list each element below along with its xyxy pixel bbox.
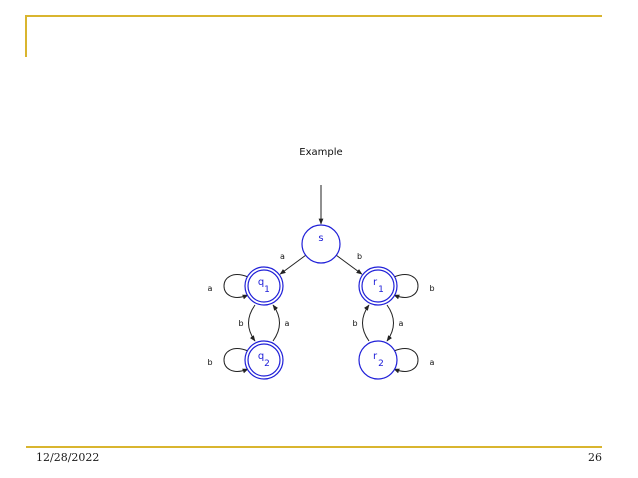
transition-r1-r2-edge bbox=[386, 304, 394, 342]
transition-labels-layer: a b a b a b b a b a bbox=[207, 252, 434, 367]
state-q1: q1 bbox=[244, 266, 284, 306]
transition-q2-q1-label: a bbox=[285, 319, 290, 328]
state-s: s bbox=[301, 224, 341, 264]
transition-q1-q1-label: a bbox=[208, 284, 213, 293]
state-s-circle bbox=[301, 224, 341, 264]
state-q2-subscript: 2 bbox=[264, 359, 270, 369]
date-label: 12/28/2022 bbox=[36, 451, 100, 464]
transition-s-q1-label: a bbox=[280, 252, 285, 261]
transition-q1-q1-loop bbox=[223, 274, 249, 300]
transition-s-r1-label: b bbox=[357, 252, 362, 261]
transition-s-r1-edge bbox=[335, 254, 363, 275]
transition-r2-r2-loop bbox=[393, 348, 419, 374]
diagram-title: Example bbox=[299, 147, 342, 158]
state-r2: r2 bbox=[358, 340, 398, 380]
transition-r2-r1-edge bbox=[362, 304, 370, 342]
state-q1-accept-ring bbox=[247, 269, 281, 303]
state-r1-subscript: 1 bbox=[378, 285, 384, 295]
state-q2-name: q bbox=[258, 351, 264, 362]
transition-q1-q2-label: b bbox=[238, 319, 243, 328]
state-r2-circle bbox=[358, 340, 398, 380]
top-rule bbox=[26, 15, 602, 17]
transition-q2-q2-label: b bbox=[207, 358, 212, 367]
state-q2: q2 bbox=[244, 340, 284, 380]
state-r1-name: r bbox=[373, 277, 378, 288]
state-r2-subscript: 2 bbox=[378, 359, 384, 369]
transition-q1-q2-edge bbox=[248, 304, 256, 342]
transitions-layer bbox=[223, 185, 419, 374]
state-q1-subscript: 1 bbox=[264, 285, 270, 295]
transition-r2-r2-label: a bbox=[430, 358, 435, 367]
transition-r1-r2-label: a bbox=[399, 319, 404, 328]
state-s-name: s bbox=[318, 233, 323, 244]
state-r1-accept-ring bbox=[361, 269, 395, 303]
bottom-rule bbox=[26, 446, 602, 448]
transition-q2-q1-edge bbox=[272, 304, 280, 342]
transition-s-q1-edge bbox=[279, 254, 307, 275]
page-number: 26 bbox=[588, 451, 602, 464]
left-rule bbox=[25, 15, 27, 57]
transition-q2-q2-loop bbox=[223, 348, 249, 374]
state-r1: r1 bbox=[358, 266, 398, 306]
transition-r2-r1-label: b bbox=[352, 319, 357, 328]
transition-r1-r1-loop bbox=[393, 274, 419, 300]
state-r2-name: r bbox=[373, 351, 378, 362]
state-q1-name: q bbox=[258, 277, 264, 288]
transition-r1-r1-label: b bbox=[429, 284, 434, 293]
state-q2-accept-ring bbox=[247, 343, 281, 377]
